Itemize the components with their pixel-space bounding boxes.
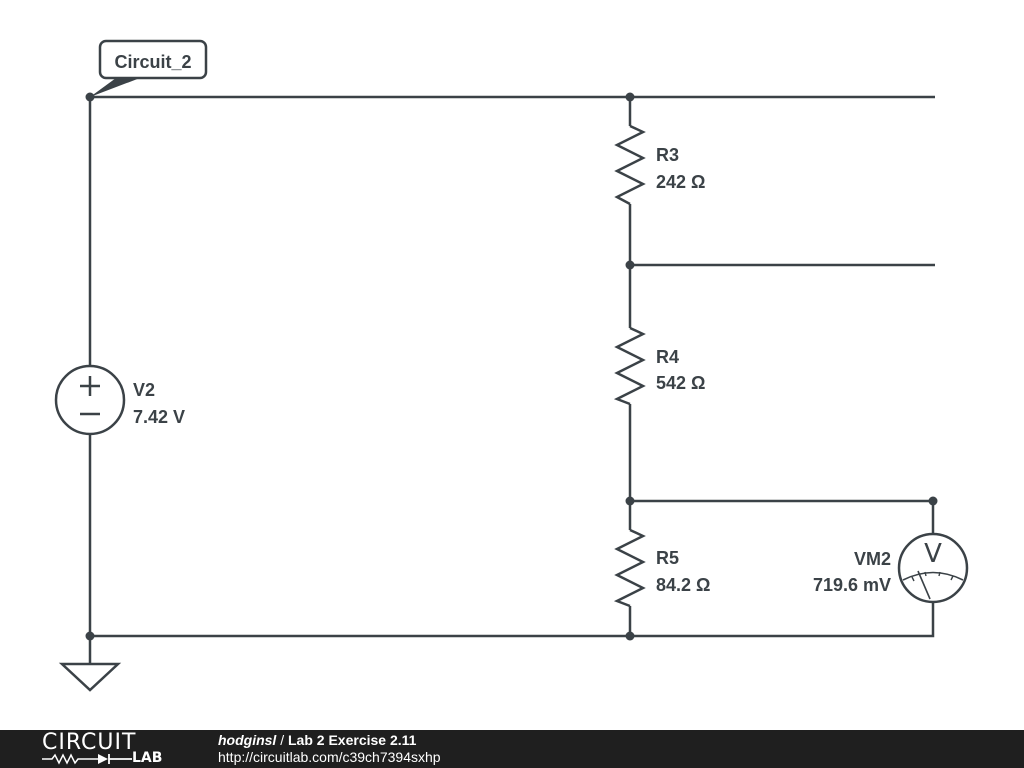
meter-ticks-icon [911, 571, 954, 582]
v2-value: 7.42 V [133, 407, 185, 427]
resistor-zigzag [614, 124, 646, 206]
logo-wordmark-top: CIRCUIT [42, 730, 137, 755]
tag-pointer [90, 78, 140, 97]
circuit-name: Circuit_2 [114, 52, 191, 72]
resistor-r3[interactable]: R3 242 Ω [614, 124, 705, 206]
resistor-r5[interactable]: R5 84.2 Ω [613, 528, 710, 608]
vm2-ref: VM2 [854, 549, 891, 569]
logo-resistor-diode-icon [42, 753, 132, 765]
circuit-title[interactable]: Lab 2 Exercise 2.11 [288, 732, 417, 748]
title-separator: / [276, 732, 288, 748]
wire-bottom-rail [90, 602, 935, 638]
resistor-zigzag [613, 528, 646, 608]
r5-value: 84.2 Ω [656, 575, 710, 595]
r3-value: 242 Ω [656, 172, 705, 192]
ground-icon [58, 662, 122, 692]
wire-vm2-top [630, 499, 935, 535]
circuit-meta: hodginsl / Lab 2 Exercise 2.11 http://ci… [218, 732, 441, 766]
voltmeter-v-glyph: V [924, 539, 942, 569]
footer-bar: CIRCUIT LAB hodginsl / Lab 2 Exercise 2.… [0, 730, 1024, 768]
author-link[interactable]: hodginsl [218, 732, 277, 748]
voltmeter-vm2[interactable]: V VM2 719.6 mV [813, 532, 969, 604]
voltage-source-v2[interactable]: V2 7.42 V [54, 364, 185, 436]
meter-needle-icon [917, 570, 931, 600]
circuitlab-logo[interactable]: CIRCUIT LAB [42, 732, 182, 766]
meter-scale-icon [902, 571, 964, 581]
r4-ref: R4 [656, 347, 679, 367]
junction-nodes [85, 92, 938, 641]
ground-symbol[interactable] [58, 662, 122, 692]
junction-dot [625, 260, 635, 270]
r3-ref: R3 [656, 145, 679, 165]
meta-title-line: hodginsl / Lab 2 Exercise 2.11 [218, 732, 441, 749]
wires [88, 95, 935, 664]
voltage-source-symbol [54, 364, 126, 436]
tag-box [98, 39, 208, 80]
junction-dot [625, 496, 635, 506]
circuit-url[interactable]: http://circuitlab.com/c39ch7394sxhp [218, 749, 441, 765]
junction-dot [85, 631, 95, 641]
junction-dot [928, 496, 938, 506]
logo-wordmark-bottom: LAB [132, 750, 163, 766]
junction-dot [625, 92, 635, 102]
plus-icon [80, 376, 100, 396]
voltmeter-symbol [897, 532, 969, 604]
junction-dot [625, 631, 635, 641]
vm2-value: 719.6 mV [813, 575, 891, 595]
v2-ref: V2 [133, 380, 155, 400]
circuit-name-tag[interactable]: Circuit_2 [90, 39, 208, 97]
circuit-schematic: Circuit_2 V2 7.42 V R3 242 Ω R4 542 Ω R5… [54, 39, 969, 692]
resistor-r4[interactable]: R4 542 Ω [613, 326, 705, 406]
r4-value: 542 Ω [656, 373, 705, 393]
r5-ref: R5 [656, 548, 679, 568]
resistor-zigzag [613, 326, 646, 406]
